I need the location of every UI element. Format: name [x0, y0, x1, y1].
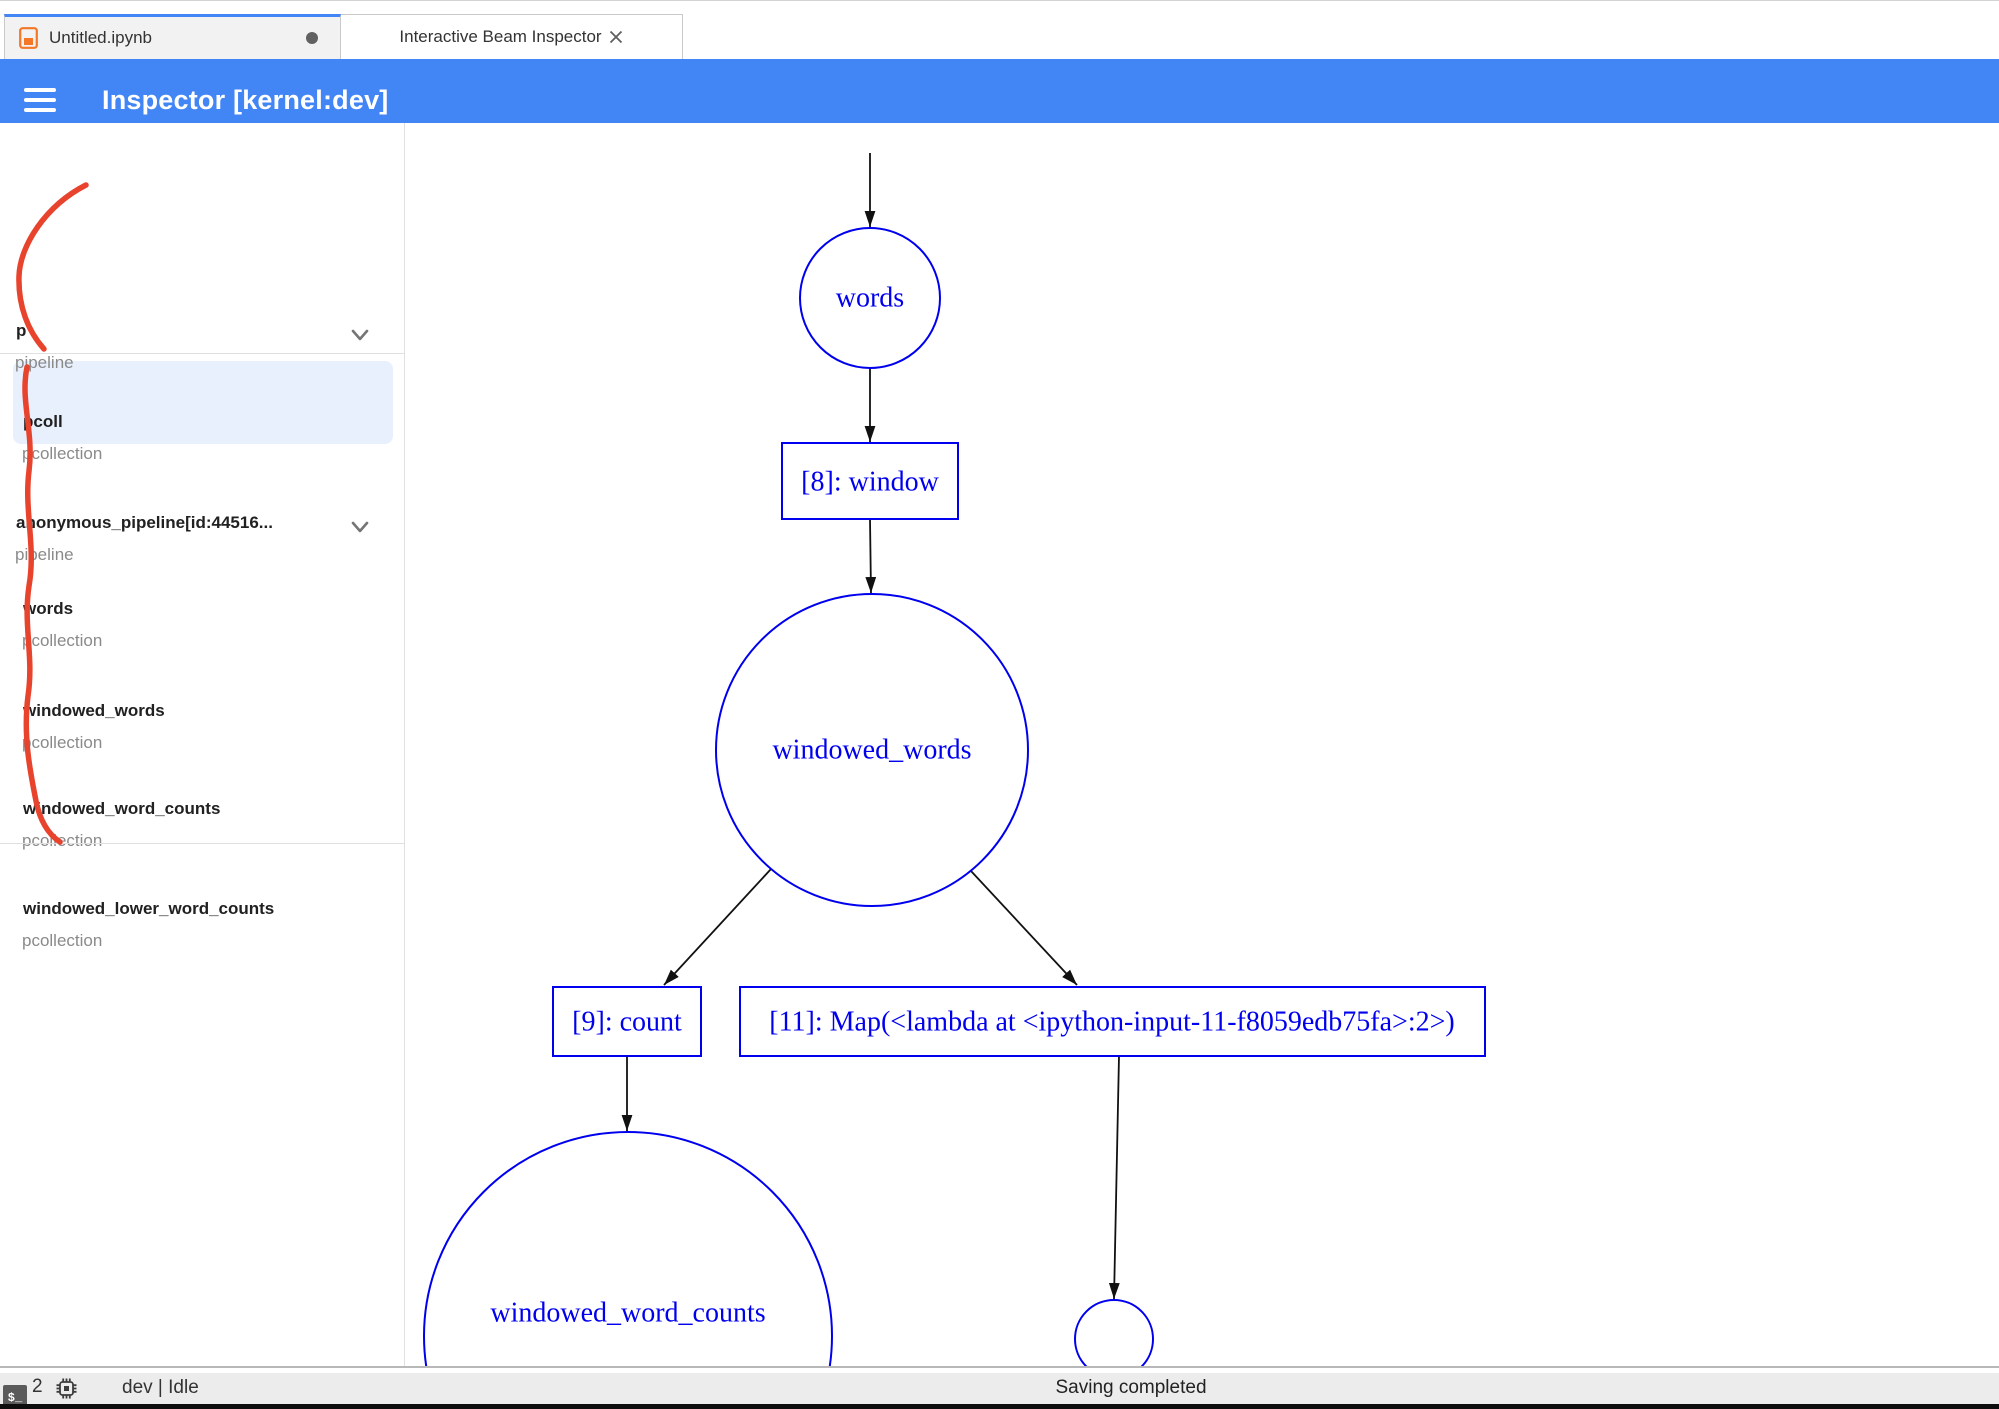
item-type-label: pcollection [22, 631, 103, 650]
item-type-label: pipeline [15, 545, 74, 564]
node-label: [8]: window [801, 467, 939, 498]
screen-bottom-strip [0, 1404, 1999, 1409]
pipeline-name: anonymous_pipeline[id:44516... [16, 513, 273, 532]
node-label: windowed_word_counts [490, 1298, 765, 1329]
pipeline-graph-canvas: words [8]: window windowed_words [9]: co… [405, 123, 1999, 1366]
graph-node-windowed-word-counts[interactable]: windowed_word_counts [423, 1131, 833, 1366]
edge-window-to-windowed-words [865, 518, 877, 594]
node-label: words [836, 283, 904, 314]
tab-beam-inspector[interactable]: Interactive Beam Inspector [341, 14, 683, 59]
node-label: [11]: Map(<lambda at <ipython-input-11-f… [769, 1007, 1454, 1038]
chevron-down-icon[interactable] [344, 321, 376, 349]
pcollection-name: windowed_word_counts [23, 799, 221, 818]
edge-windowed-words-to-map [970, 870, 1078, 986]
edge-map-to-output [1108, 1055, 1120, 1300]
sidebar-item-windowed-lower-word-counts[interactable]: windowed_lower_word_counts pcollection [0, 899, 404, 973]
notebook-file-icon [19, 27, 38, 49]
pcollection-name: words [23, 599, 74, 618]
graph-edges [621, 153, 1120, 1300]
graph-node-count-transform[interactable]: [9]: count [552, 986, 702, 1057]
kernel-chip-icon[interactable] [55, 1377, 78, 1405]
edge-windowed-words-to-count [663, 868, 772, 986]
graph-node-output-pcollection[interactable] [1074, 1299, 1154, 1366]
sidebar-divider [0, 843, 405, 844]
item-type-label: pipeline [15, 353, 74, 372]
graph-node-windowed-words[interactable]: windowed_words [715, 593, 1029, 907]
tab-label: Untitled.ipynb [49, 28, 153, 47]
terminal-glyph: $_ [7, 1391, 23, 1405]
pcollection-name: windowed_lower_word_counts [23, 899, 275, 918]
pipeline-name: p [16, 321, 27, 340]
graph-node-words[interactable]: words [799, 227, 941, 369]
chevron-down-icon[interactable] [344, 513, 376, 541]
item-type-label: pcollection [22, 444, 103, 463]
item-type-label: pcollection [22, 931, 103, 950]
pipeline-graph: words [8]: window windowed_words [9]: co… [423, 153, 1486, 1366]
sidebar-item-pcoll[interactable]: pcoll pcollection [0, 412, 404, 486]
status-bar: $_ 2 dev | Idle Saving completed [0, 1373, 1999, 1409]
inspector-app-bar: Inspector [kernel:dev] [0, 59, 1999, 123]
graph-node-map-transform[interactable]: [11]: Map(<lambda at <ipython-input-11-f… [739, 986, 1486, 1057]
item-type-label: pcollection [22, 831, 103, 850]
selected-item-highlight [13, 361, 393, 444]
dock-tab-bar: Untitled.ipynb Interactive Beam Inspecto… [0, 1, 1999, 59]
sidebar-item-words[interactable]: words pcollection [0, 599, 404, 673]
save-status-message: Saving completed [1055, 1377, 1207, 1398]
node-label: [9]: count [572, 1007, 682, 1038]
sidebar-divider [0, 353, 405, 354]
content-bottom-border [0, 1366, 1999, 1368]
sidebar-item-windowed-words[interactable]: windowed_words pcollection [0, 701, 404, 775]
kernel-status[interactable]: dev | Idle [122, 1377, 199, 1398]
app-bar-title: Inspector [kernel:dev] [102, 84, 389, 115]
unsaved-changes-dot [306, 32, 318, 44]
pcollection-name: windowed_words [23, 701, 165, 720]
graph-node-window-transform[interactable]: [8]: window [781, 442, 959, 520]
item-type-label: pcollection [22, 733, 103, 752]
tab-untitled-notebook[interactable]: Untitled.ipynb [4, 14, 341, 59]
pcollection-name: pcoll [23, 412, 63, 431]
close-icon[interactable] [608, 29, 624, 45]
sidebar-item-windowed-word-counts[interactable]: windowed_word_counts pcollection [0, 799, 404, 873]
menu-icon[interactable] [24, 85, 68, 115]
node-label: windowed_words [772, 735, 971, 766]
pipeline-sidebar: p pipeline pcoll pcollection anonymous_p… [0, 123, 405, 1366]
tab-label: Interactive Beam Inspector [399, 27, 602, 46]
terminal-count[interactable]: 2 [32, 1376, 43, 1397]
